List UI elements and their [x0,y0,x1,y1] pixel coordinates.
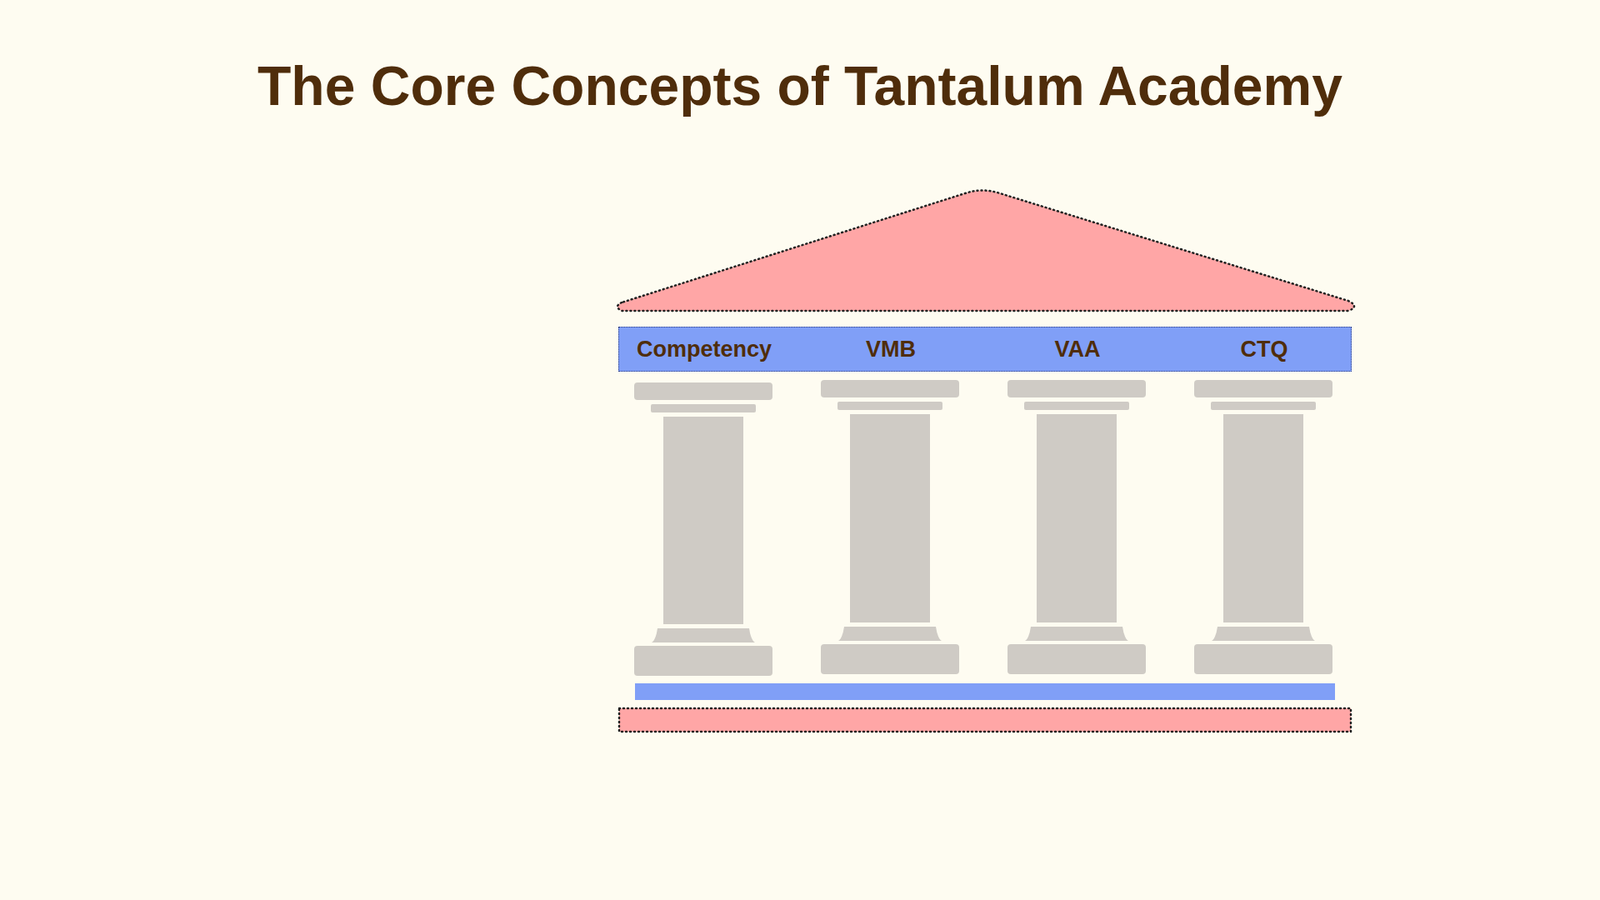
foundation-bar [619,708,1351,732]
stylobate-bar [635,683,1335,700]
column-base [820,644,960,675]
column-neck [838,626,942,641]
column-shaft [663,416,744,625]
pillar-label: VAA [1054,335,1100,363]
column-shaft [1036,414,1117,623]
column-shaft [1223,414,1304,623]
column-capital [1194,380,1333,398]
column-capital [820,380,960,398]
column-abacus [837,401,943,410]
column-base [1007,644,1146,675]
column-abacus [1210,401,1316,410]
column-base [1194,644,1333,675]
pillar-label: Competency [636,335,772,363]
entablature-band: Competency VMB VAA CTQ [618,326,1352,372]
column-capital [634,382,773,400]
pediment [617,190,1355,312]
column-neck [1025,626,1129,641]
column-abacus [1024,401,1130,410]
column [634,382,773,676]
column [1194,380,1333,675]
columns [634,380,1333,676]
page-title: The Core Concepts of Tantalum Academy [0,55,1600,119]
column [820,380,960,675]
column-capital [1007,380,1146,398]
column-shaft [850,414,930,623]
column [1007,380,1146,675]
column-neck [1211,626,1315,641]
column-base [634,645,773,676]
column-neck [651,628,755,643]
column-abacus [650,404,756,413]
pillar-label: CTQ [1240,335,1289,363]
pillar-label: VMB [865,335,916,363]
